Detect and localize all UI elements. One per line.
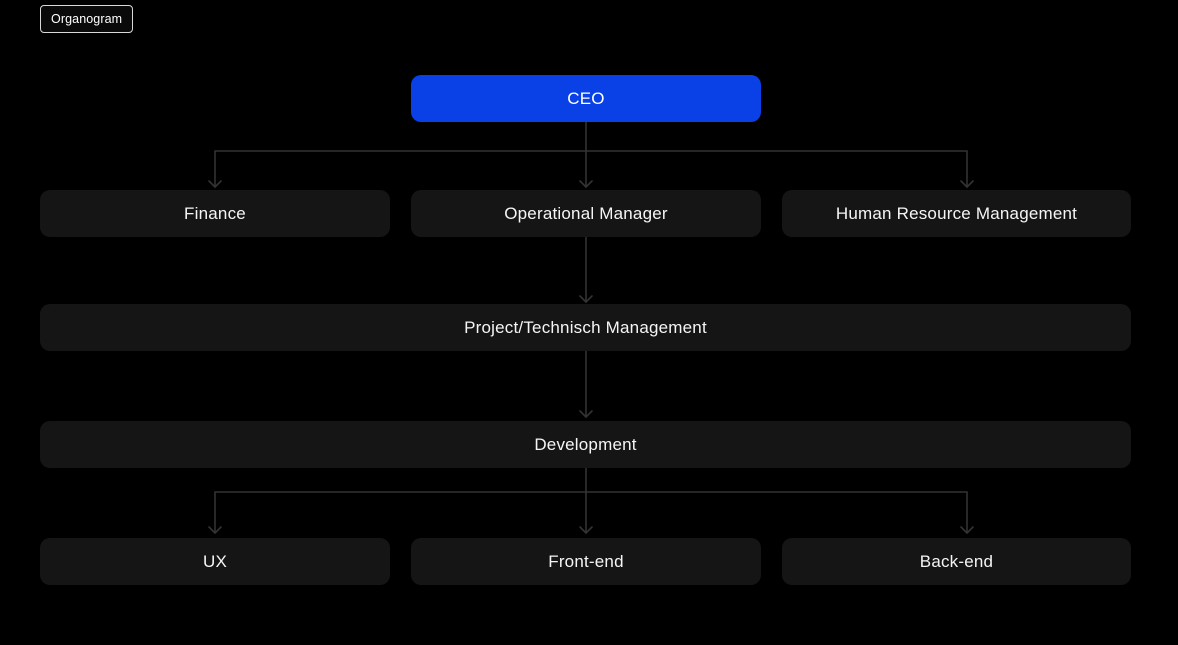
org-node-back-end[interactable]: Back-end <box>782 538 1131 585</box>
arrowhead-icon <box>960 526 974 534</box>
org-node-finance[interactable]: Finance <box>40 190 390 237</box>
org-node-ceo[interactable]: CEO <box>411 75 761 122</box>
org-node-label: CEO <box>567 88 605 108</box>
org-node-ux[interactable]: UX <box>40 538 390 585</box>
connector-development-children <box>208 467 974 534</box>
org-node-development[interactable]: Development <box>40 421 1131 468</box>
org-node-label: Human Resource Management <box>835 203 1078 223</box>
org-node-label: Finance <box>184 203 246 223</box>
arrowhead-icon <box>208 180 222 188</box>
arrowhead-icon <box>960 180 974 188</box>
arrowhead-icon <box>579 295 593 303</box>
arrowhead-icon <box>208 526 222 534</box>
org-node-label: Back-end <box>919 551 994 571</box>
org-node-project-technisch-management[interactable]: Project/Technisch Management <box>40 304 1131 351</box>
org-node-label: Front-end <box>548 551 624 571</box>
org-node-label: UX <box>202 551 228 571</box>
org-node-operational-manager[interactable]: Operational Manager <box>411 190 761 237</box>
connector-project-development <box>579 350 593 418</box>
org-node-human-resource-management[interactable]: Human Resource Management <box>782 190 1131 237</box>
org-node-label: Development <box>534 434 637 454</box>
org-node-label: Project/Technisch Management <box>464 317 707 337</box>
arrowhead-icon <box>579 410 593 418</box>
frame-label-text: Organogram <box>51 12 123 26</box>
connector-ceo-children <box>208 121 974 188</box>
arrowhead-icon <box>579 180 593 188</box>
org-node-label: Operational Manager <box>504 203 668 223</box>
org-node-front-end[interactable]: Front-end <box>411 538 761 585</box>
connector-operational-manager-project <box>579 236 593 303</box>
arrowhead-icon <box>579 526 593 534</box>
frame-label-badge[interactable]: Organogram <box>40 5 134 33</box>
